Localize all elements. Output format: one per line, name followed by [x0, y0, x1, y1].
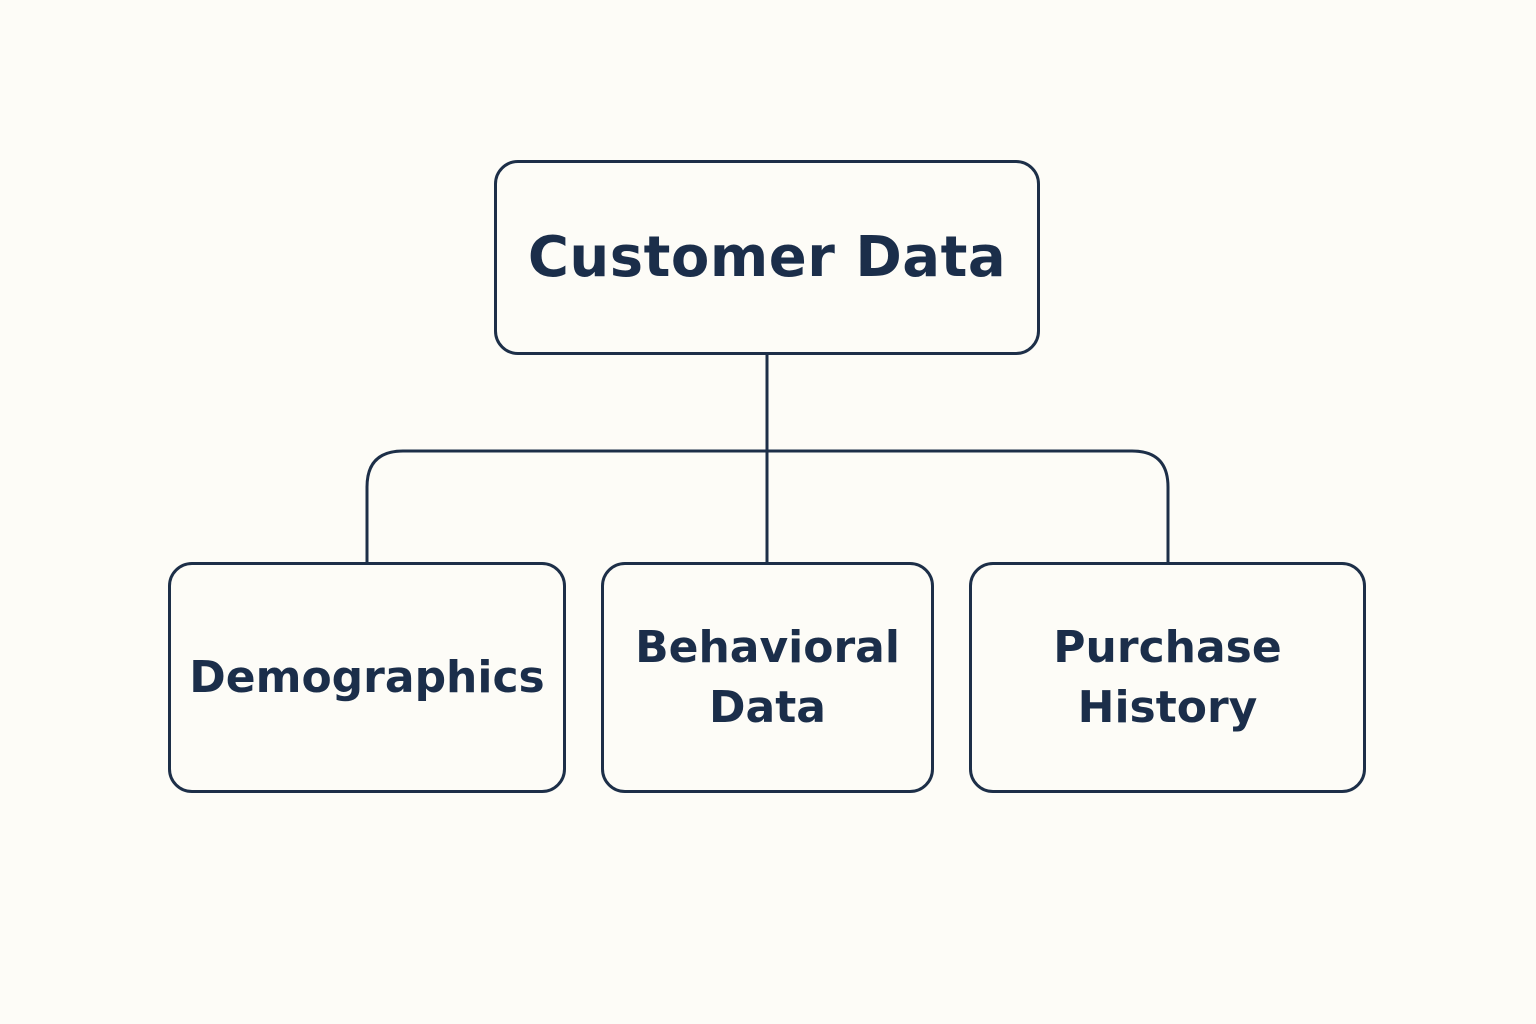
behavioral-data-label: Behavioral Data: [635, 622, 900, 733]
behavioral-data-node: Behavioral Data: [601, 562, 934, 793]
demographics-node: Demographics: [168, 562, 566, 793]
demographics-label: Demographics: [189, 651, 545, 703]
purchase-history-node: Purchase History: [969, 562, 1366, 793]
customer-data-node: Customer Data: [494, 160, 1040, 355]
customer-data-label: Customer Data: [527, 225, 1007, 290]
purchase-history-label: Purchase History: [1053, 622, 1282, 733]
branch-line: [365, 449, 1170, 562]
